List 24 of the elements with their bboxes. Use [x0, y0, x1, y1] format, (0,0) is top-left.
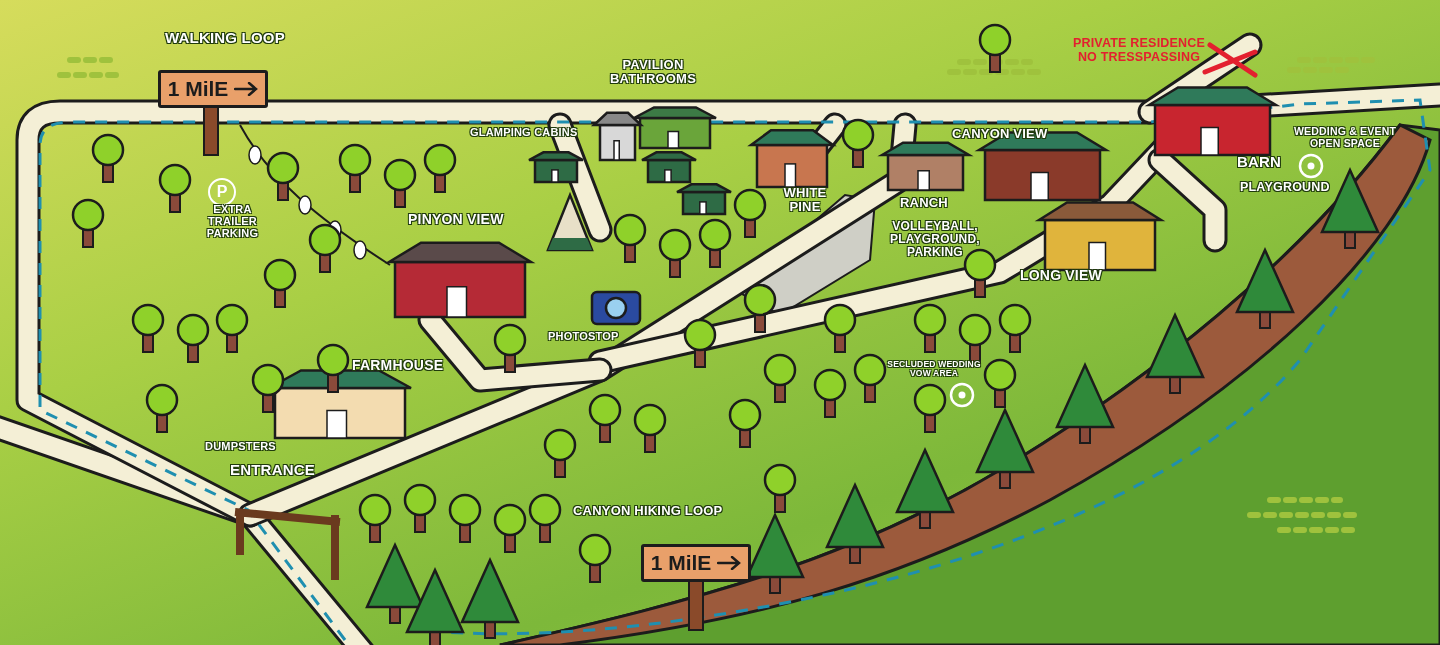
mileage-signboard — [158, 70, 268, 108]
place-label: DUMPSTERS — [205, 440, 277, 453]
parking-sign: P — [208, 178, 236, 206]
place-label: PHOTOSTOP — [548, 330, 620, 343]
place-label: RANCH — [900, 196, 949, 211]
place-label: PRIVATE RESIDENCE NO TRESSPASSING — [1071, 37, 1207, 65]
place-label: PINYON VIEW — [408, 212, 505, 228]
place-label: ENTRANCE — [230, 462, 316, 479]
mileage-signboard — [641, 544, 751, 582]
place-label: PAVILION BATHROOMS — [608, 58, 698, 87]
place-label: VOLLEYBALL, PLAYGROUND, PARKING — [889, 220, 981, 260]
place-label: GLAMPING CABINS — [470, 126, 579, 139]
place-label: FARMHOUSE — [352, 358, 445, 374]
place-label: EXTRA TRAILER PARKING — [205, 203, 260, 240]
place-label: CANYON HIKING LOOP — [573, 504, 723, 519]
place-label: SECLUDED WEDDING VOW AREA — [886, 360, 982, 379]
sign-text: 1 MilE — [650, 551, 712, 575]
sign-text: 1 MilE — [167, 77, 229, 101]
place-label: LONG VIEW — [1020, 268, 1103, 284]
place-label: PLAYGROUND — [1240, 181, 1331, 195]
place-label: CANYON VIEW — [952, 127, 1049, 142]
place-label: WALKING LOOP — [165, 30, 286, 47]
place-label: WHITE PINE — [782, 186, 828, 215]
place-label: BARN — [1237, 154, 1283, 171]
